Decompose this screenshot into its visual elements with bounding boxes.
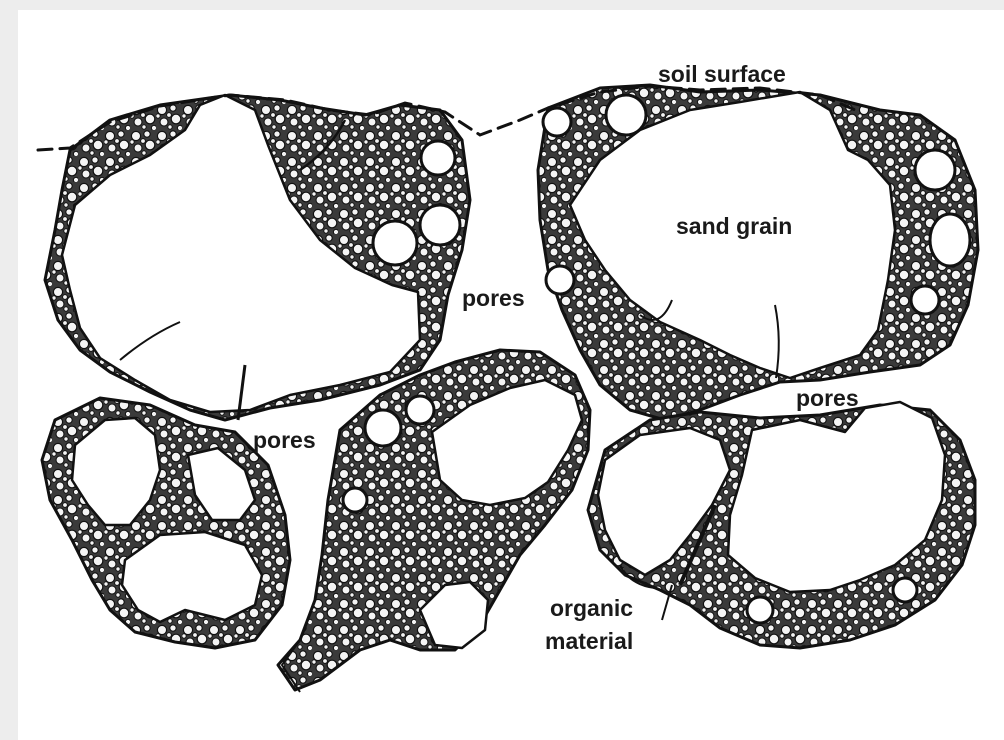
sand-grain-small — [546, 266, 574, 294]
label-organic-material-line1: organic — [550, 595, 633, 621]
label-pores: pores — [253, 427, 316, 453]
aggregate-bottom-middle — [278, 350, 590, 692]
aggregate-bottom-right — [588, 402, 975, 648]
sand-grain-small — [606, 95, 646, 135]
sand-grain-small — [543, 108, 571, 136]
sand-grain-small — [747, 597, 773, 623]
sand-grain-small — [373, 221, 417, 265]
sand-grain-small — [421, 141, 455, 175]
sand-grain-small — [930, 214, 970, 266]
aggregate-top-right — [538, 85, 978, 420]
label-sand-grain: sand grain — [676, 213, 792, 239]
sand-grain-small — [420, 205, 460, 245]
label-soil-surface: soil surface — [658, 61, 786, 87]
label-pores: pores — [462, 285, 525, 311]
sand-grain-small — [911, 286, 939, 314]
sand-grain-small — [893, 578, 917, 602]
sand-grain-small — [915, 150, 955, 190]
sand-grain-small — [343, 488, 367, 512]
label-pores: pores — [796, 385, 859, 411]
aggregate-top-left — [45, 95, 470, 420]
sand-grain-small — [406, 396, 434, 424]
sand-grain-small — [365, 410, 401, 446]
label-organic-material-line2: material — [545, 628, 633, 654]
